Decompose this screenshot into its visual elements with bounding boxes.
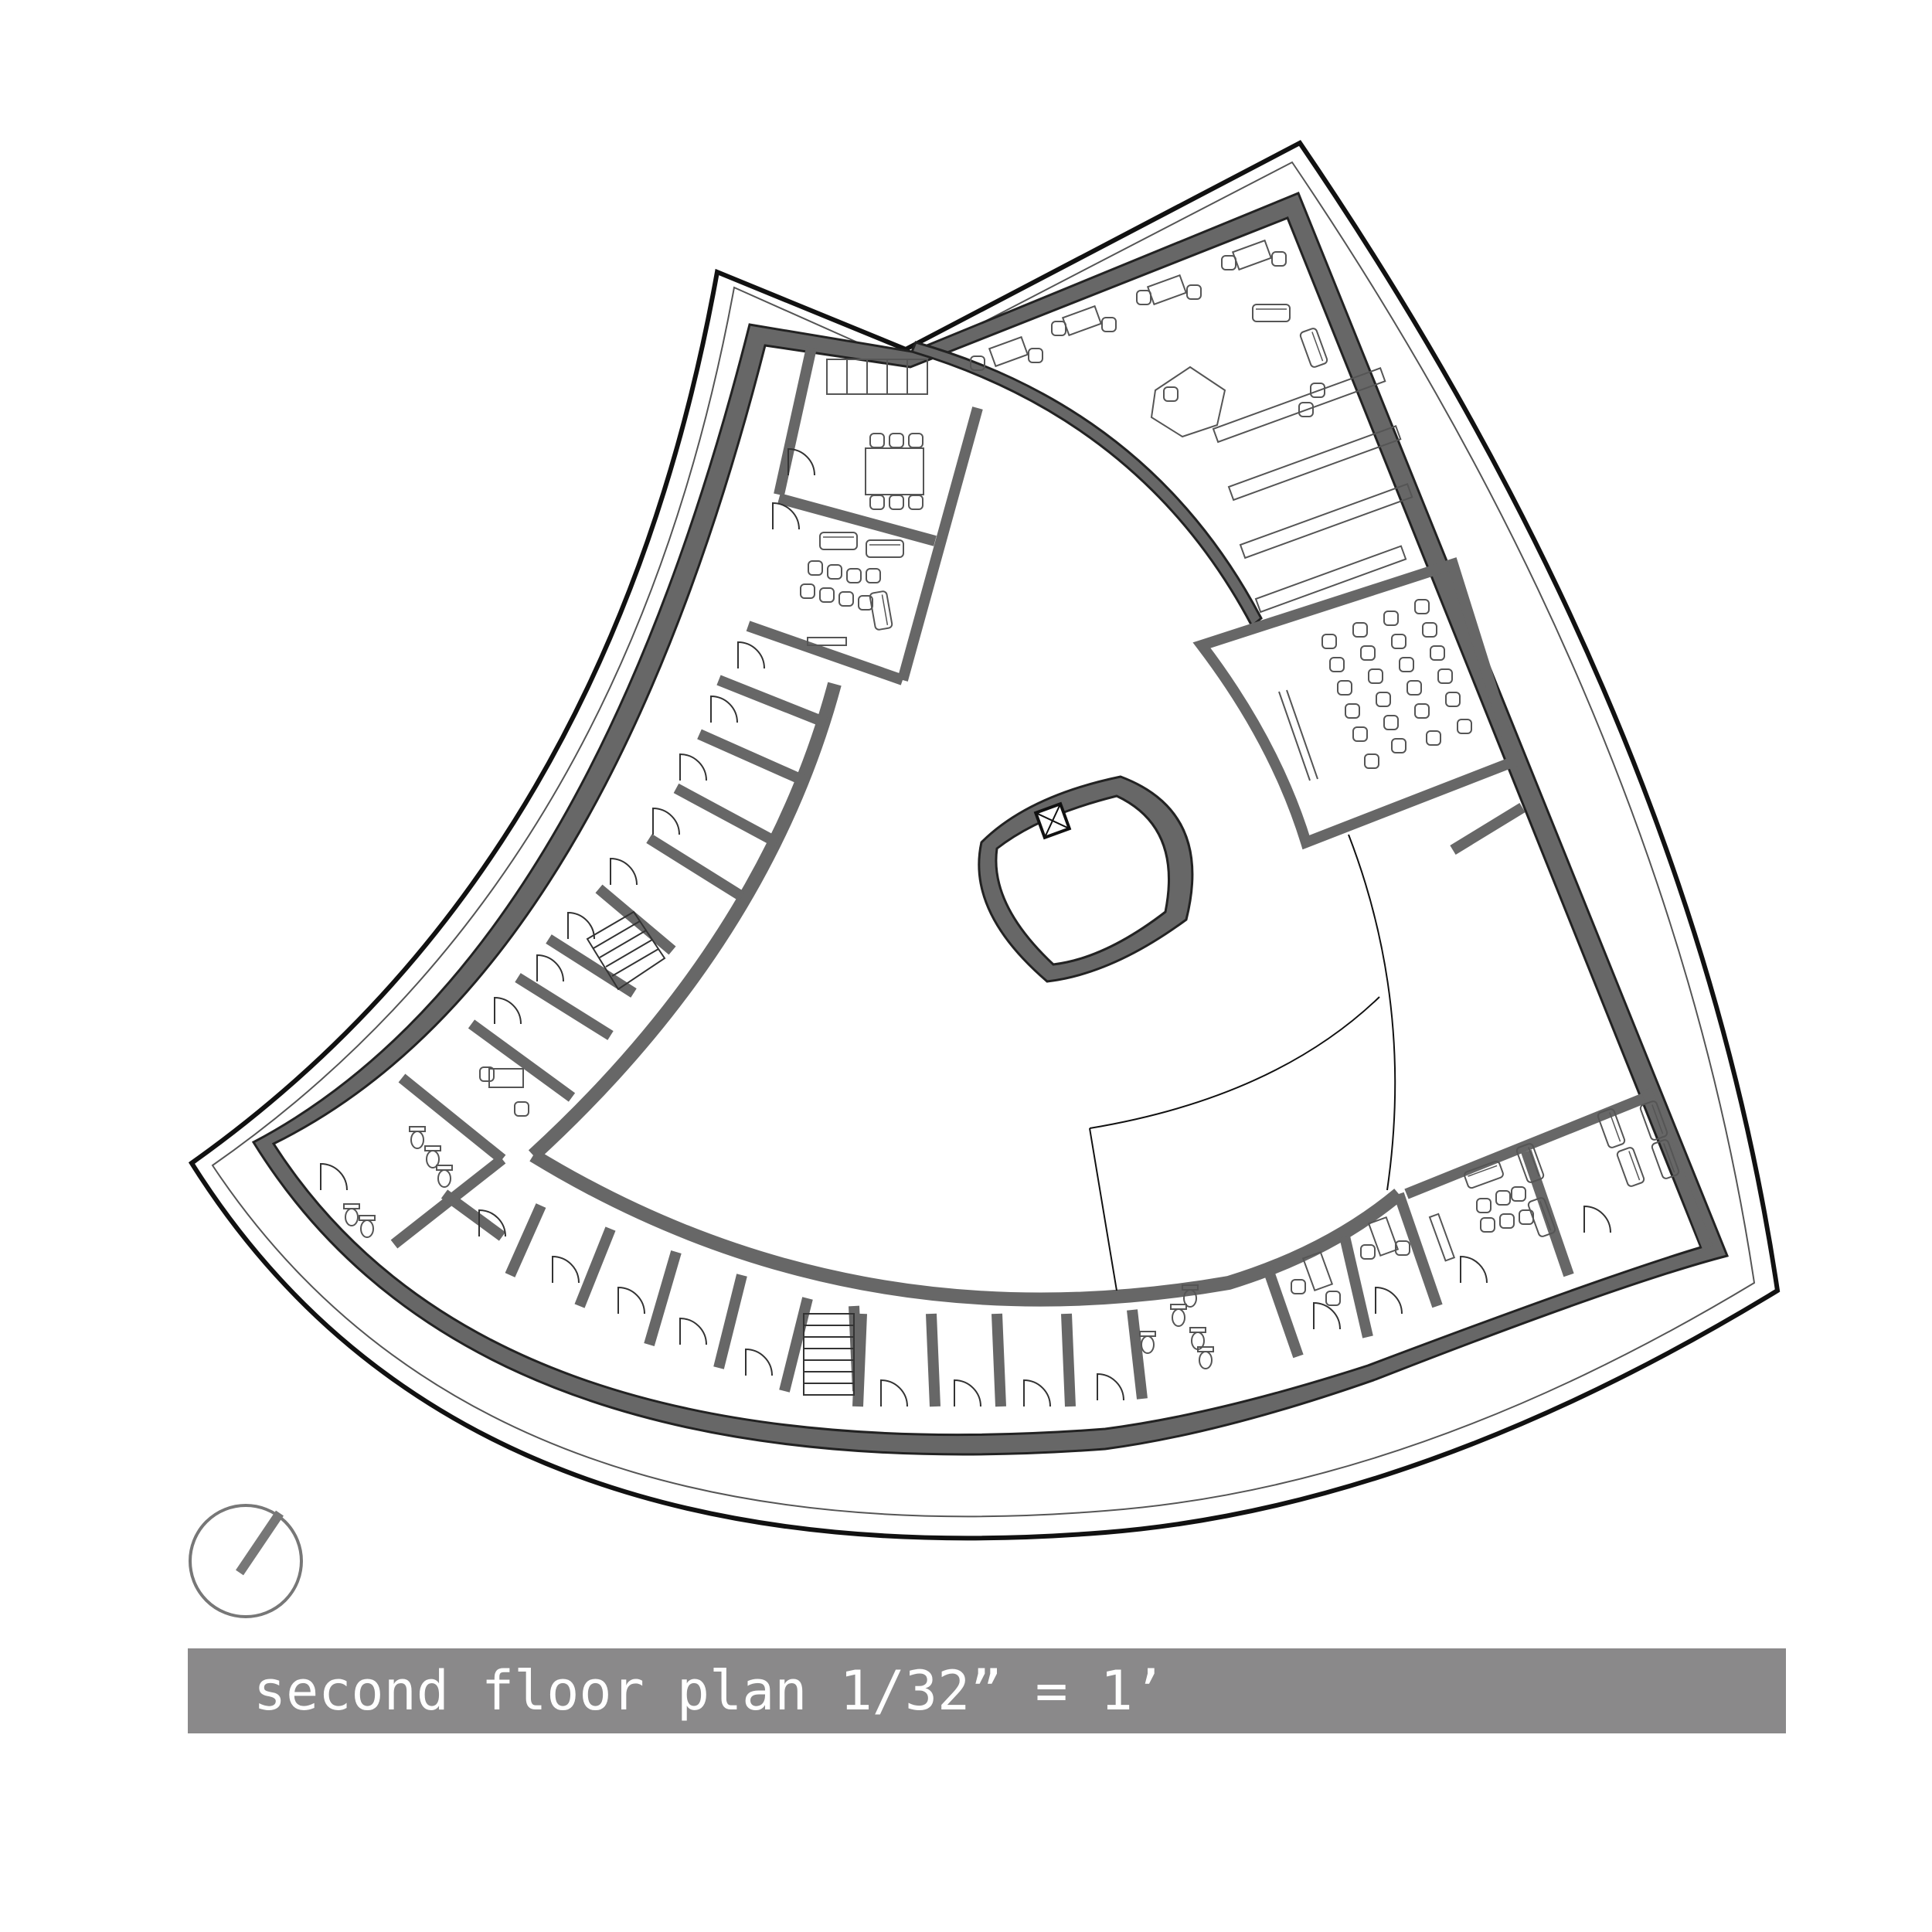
open-office-furniture bbox=[970, 240, 1329, 438]
lecture-screen bbox=[1278, 691, 1311, 781]
lobby-arc bbox=[1089, 996, 1380, 1129]
site-inner-outline bbox=[211, 161, 1756, 1518]
site-outline bbox=[188, 140, 1781, 1541]
meeting-room-furniture bbox=[479, 359, 928, 1117]
book-shelves bbox=[1212, 367, 1413, 614]
southeast-offices-furniture bbox=[1291, 1099, 1681, 1306]
lecture-room-walls bbox=[1192, 557, 1522, 850]
central-core bbox=[978, 775, 1194, 983]
elevator-icon bbox=[1033, 801, 1072, 840]
stair-south bbox=[803, 1313, 855, 1396]
drawing-title: second floor plan 1/32” = 1’ bbox=[188, 1648, 1786, 1733]
exterior-wall bbox=[251, 192, 1730, 1456]
lobby-curve bbox=[1348, 834, 1396, 1191]
reception-desk bbox=[1150, 366, 1226, 438]
corridor-wall-west bbox=[528, 682, 842, 1161]
corridor-wall-inner bbox=[910, 341, 1263, 628]
corridor-wall-south bbox=[529, 1149, 1403, 1307]
north-arrow-icon bbox=[189, 1504, 303, 1618]
stair-west bbox=[586, 910, 666, 991]
lecture-seating bbox=[1321, 599, 1472, 769]
west-rooms bbox=[390, 346, 983, 1249]
